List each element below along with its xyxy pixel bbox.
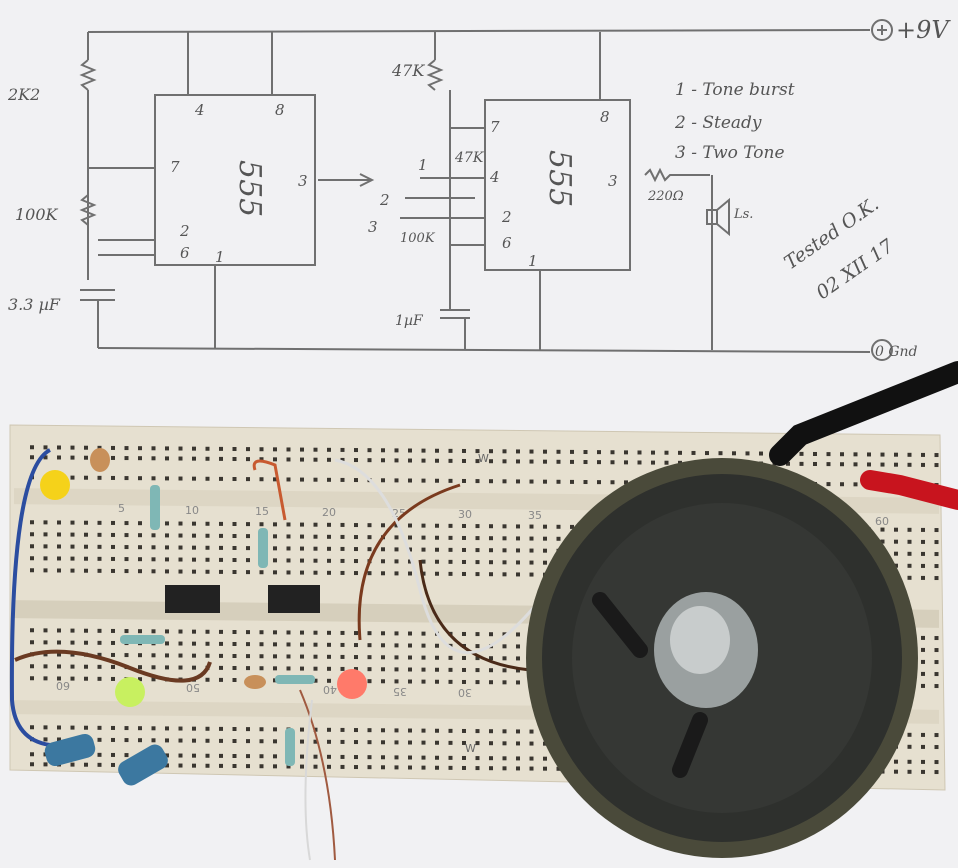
- test-leads: [769, 361, 958, 510]
- column-number: 50: [186, 681, 200, 694]
- column-number: 35: [393, 685, 407, 698]
- switch-position-label: 3: [368, 218, 378, 236]
- resistor-label: 47K: [454, 150, 485, 166]
- electrolytic-capacitor: [44, 733, 96, 767]
- resistor-label: 220Ω: [647, 189, 684, 204]
- column-number: 5: [118, 502, 125, 515]
- column-number: 10: [185, 504, 199, 517]
- components: [9, 448, 542, 861]
- wire: [418, 559, 531, 672]
- led-green: [115, 677, 145, 707]
- led-red: [337, 669, 367, 699]
- pin-label: 1: [215, 248, 225, 266]
- resistor: [285, 728, 295, 766]
- resistor-label: 100K: [400, 231, 436, 246]
- column-number: 30: [458, 508, 472, 521]
- wire: [304, 699, 313, 861]
- pin-label: 7: [170, 158, 180, 176]
- legend-line: 2 - Steady: [674, 113, 762, 133]
- ceramic-capacitor: [90, 448, 110, 472]
- column-number: 35: [528, 509, 542, 522]
- pin-label: 2: [501, 208, 512, 226]
- black-clip: [769, 361, 958, 466]
- ic2-label: 555: [542, 150, 577, 207]
- switch-position-label: 1: [418, 156, 428, 174]
- ic-chip-2: [268, 585, 320, 613]
- resistor-label: 100K: [15, 205, 59, 224]
- legend-line: 1 - Tone burst: [675, 80, 795, 100]
- ic1-label: 555: [232, 160, 267, 217]
- pin-label: 2: [179, 222, 190, 240]
- column-number: 60: [56, 679, 70, 692]
- wire: [299, 689, 336, 861]
- rail-mark: W: [465, 742, 476, 755]
- pin-label: 7: [490, 118, 500, 136]
- wire: [334, 458, 542, 655]
- schematic-drawing: [79, 19, 893, 361]
- resistor-label: 47K: [391, 61, 425, 80]
- pin-label: 4: [194, 101, 205, 119]
- speaker: [526, 458, 918, 858]
- resistor: [275, 675, 315, 684]
- wire: [14, 649, 212, 683]
- schematic-labels: +9V 0 Gnd 2K2 100K 3.3 µF 47K 47K 100K 1…: [7, 16, 951, 360]
- wire: [252, 459, 287, 521]
- rail-mark: W: [478, 452, 489, 465]
- led-yellow: [40, 470, 70, 500]
- pin-label: 6: [180, 244, 190, 262]
- capacitor-label: 1µF: [395, 313, 424, 329]
- red-clip: [860, 470, 958, 510]
- resistor-label: 2K2: [7, 85, 40, 104]
- resistor: [150, 485, 160, 530]
- capacitor-label: 3.3 µF: [8, 295, 61, 314]
- electrolytic-capacitor: [118, 744, 168, 786]
- pin-label: 8: [275, 101, 285, 119]
- column-number: 20: [322, 506, 336, 519]
- wire: [357, 483, 461, 641]
- column-number: 30: [458, 686, 472, 699]
- pin-label: 4: [489, 168, 500, 186]
- column-number: 60: [875, 515, 889, 528]
- pin-label: 8: [600, 108, 610, 126]
- ceramic-capacitor: [244, 675, 266, 689]
- wire: [9, 448, 52, 747]
- resistor: [120, 635, 165, 644]
- column-number: 15: [255, 505, 269, 518]
- ic-chip-1: [165, 585, 220, 613]
- switch-position-label: 2: [379, 191, 390, 209]
- pin-label: 6: [502, 234, 512, 252]
- pin-label: 3: [608, 172, 618, 190]
- supply-positive-label: +9V: [896, 16, 951, 44]
- pin-label: 3: [298, 172, 308, 190]
- speaker-label: Ls.: [733, 207, 753, 222]
- legend-line: 3 - Two Tone: [675, 143, 785, 163]
- pin-label: 1: [528, 252, 538, 270]
- supply-negative-label: 0 Gnd: [875, 344, 918, 360]
- resistor: [258, 528, 268, 568]
- column-number: 40: [323, 683, 337, 696]
